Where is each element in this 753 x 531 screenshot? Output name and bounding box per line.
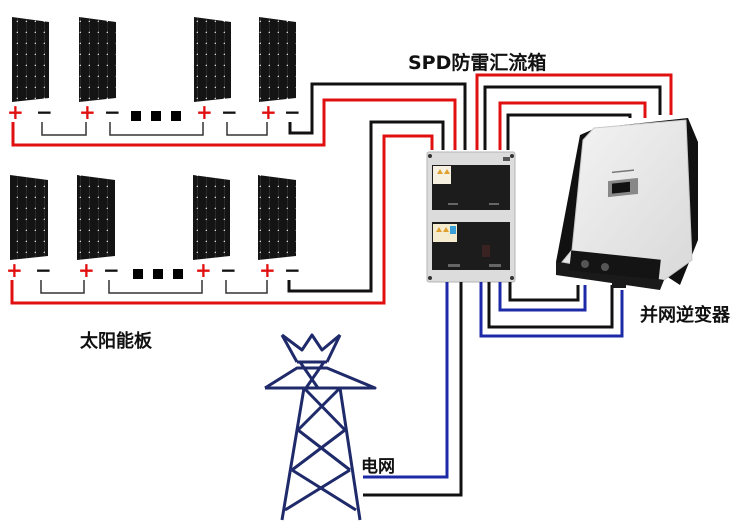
solar-panel: [259, 17, 296, 102]
plus-terminal: +: [195, 258, 212, 282]
solar-string-2: [10, 175, 296, 260]
dc-out-negative-2: [506, 113, 632, 150]
plus-terminal: +: [78, 258, 95, 282]
minus-terminal: −: [35, 258, 52, 282]
ac-wire-blue-1: [498, 282, 587, 312]
solar-panel: [77, 175, 115, 260]
ellipsis-row-2: [133, 269, 183, 279]
solar-panel: [10, 175, 48, 260]
dc-out-negative-1: [483, 85, 662, 150]
minus-terminal: −: [103, 258, 120, 282]
solar-panel: [79, 17, 116, 102]
solar-panel: [194, 17, 231, 102]
plus-terminal: +: [79, 100, 96, 124]
string-1-negative-wire: [288, 82, 467, 150]
solar-panel: [12, 17, 49, 102]
plus-terminal: +: [6, 258, 23, 282]
plus-terminal: +: [196, 100, 213, 124]
dc-output-wires: [475, 73, 673, 150]
grid-tie-inverter: [556, 118, 698, 290]
minus-terminal: −: [104, 100, 121, 124]
ac-wire-blue-2: [479, 282, 624, 338]
series-jumpers-row-1: [41, 122, 268, 136]
minus-terminal: −: [36, 100, 53, 124]
minus-terminal: −: [220, 258, 237, 282]
plus-terminal: +: [259, 258, 276, 282]
minus-terminal: −: [284, 258, 301, 282]
minus-terminal: −: [221, 100, 238, 124]
ac-wires: [363, 282, 624, 497]
ellipsis-row-1: [131, 111, 181, 121]
string-1-positive-wire: [11, 98, 457, 150]
ac-wire-black-1: [508, 282, 580, 302]
spd-combiner-box: [426, 151, 516, 283]
power-grid-tower: [264, 333, 377, 521]
dc-out-positive-1: [475, 73, 673, 150]
plus-terminal: +: [260, 100, 277, 124]
solar-panels-label: 太阳能板: [80, 331, 152, 352]
inverter-label: 并网逆变器: [640, 305, 730, 326]
solar-string-1: [12, 17, 296, 102]
grid-wire-blue: [363, 282, 449, 479]
string-2-negative-wire: [287, 120, 445, 293]
solar-panel: [258, 175, 296, 260]
minus-terminal: −: [284, 100, 301, 124]
grid-label: 电网: [361, 457, 395, 477]
spd-combiner-box-label: SPD防雷汇流箱: [408, 52, 547, 74]
dc-out-positive-2: [498, 101, 647, 150]
grid-wire-black: [363, 282, 463, 497]
series-jumpers-row-2: [40, 280, 268, 294]
plus-terminal: +: [7, 100, 24, 124]
solar-panel: [193, 175, 230, 260]
string-2-positive-wire: [10, 134, 434, 305]
ac-wire-black-2: [487, 282, 614, 329]
